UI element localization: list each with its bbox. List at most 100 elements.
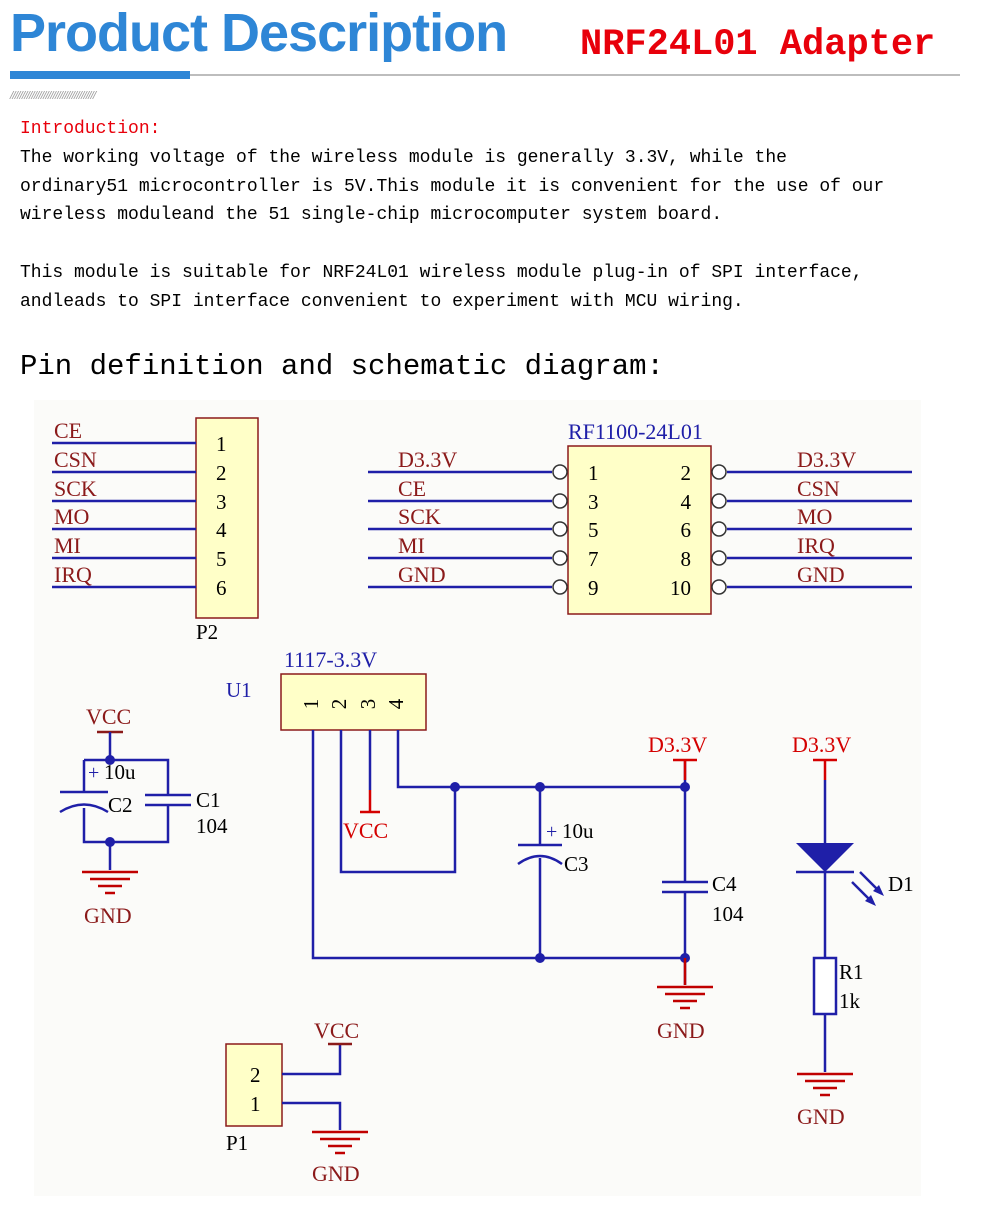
wire-u1-pin2 <box>339 730 457 874</box>
section-heading: Pin definition and schematic diagram: <box>20 350 664 383</box>
rf-left-signal: SCK <box>398 504 441 529</box>
p2-signal-mi: MI <box>54 533 81 558</box>
title-underline <box>10 71 190 79</box>
ground-symbol <box>312 1130 368 1155</box>
p2-signal-csn: CSN <box>54 447 97 472</box>
rf-pin-circle <box>552 579 568 595</box>
p2-pin: 6 <box>216 576 227 600</box>
intro-line: ordinary51 microcontroller is 5V.This mo… <box>20 177 885 197</box>
p2-signal-ce: CE <box>54 418 82 443</box>
rf-pin-circle <box>711 550 727 566</box>
gnd-label: GND <box>312 1161 360 1186</box>
p2-pin: 1 <box>216 432 227 456</box>
gnd-label: GND <box>84 903 132 928</box>
rf-right-pin: 10 <box>670 576 691 600</box>
rf-right-signal: GND <box>797 562 845 587</box>
p2-signal-sck: SCK <box>54 476 97 501</box>
c1-c2-decoupling: VCC + 10u C2 C1 104 GND <box>59 704 228 928</box>
ground-symbol <box>657 958 713 1010</box>
rf-right-pin: 2 <box>681 461 692 485</box>
rf-pin-circle <box>711 493 727 509</box>
c3-polarity: + <box>546 821 557 843</box>
p1-connector: 2 1 P1 VCC GND <box>225 1018 368 1186</box>
p2-pin: 4 <box>216 518 227 542</box>
u1-pin: 2 <box>327 699 351 710</box>
d33-label: D3.3V <box>648 732 707 757</box>
rf-left-signal: D3.3V <box>398 447 457 472</box>
rf-pin-circle <box>711 579 727 595</box>
c2-polarity: + <box>88 762 99 784</box>
intro-line: wireless moduleand the 51 single-chip mi… <box>20 205 723 225</box>
p2-connector: CE CSN SCK MO MI IRQ 1 2 3 4 5 6 P2 <box>52 417 259 644</box>
r1-designator: R1 <box>839 960 864 984</box>
rf-pin-circle <box>711 464 727 480</box>
rf-body <box>567 445 712 615</box>
rf-pin-circle <box>711 521 727 537</box>
p2-pin: 5 <box>216 547 227 571</box>
page-title: Product Description <box>10 3 508 63</box>
intro-line: This module is suitable for NRF24L01 wir… <box>20 263 863 283</box>
c2-curved-plate <box>59 803 109 814</box>
p1-body <box>225 1043 283 1127</box>
rf-left-signal: MI <box>398 533 425 558</box>
p2-designator: P2 <box>196 620 218 644</box>
title-rule <box>190 74 960 76</box>
u1-regulator: 1117-3.3V U1 1 2 3 4 <box>226 647 427 731</box>
u1-part: 1117-3.3V <box>284 647 377 672</box>
wire-c1 <box>110 758 170 795</box>
u1-pin: 3 <box>356 699 380 710</box>
c3-designator: C3 <box>564 852 589 876</box>
rf-left-pin: 1 <box>588 461 599 485</box>
p1-designator: P1 <box>226 1131 248 1155</box>
p2-pin: 3 <box>216 490 227 514</box>
rf-right-signal: IRQ <box>797 533 835 558</box>
u1-designator: U1 <box>226 678 252 702</box>
rf-right-signal: MO <box>797 504 832 529</box>
hatch-decoration: //////////////////////////////////// <box>10 90 96 101</box>
rf-right-pin: 8 <box>681 547 692 571</box>
d1-arrowhead <box>873 885 884 896</box>
p2-pin: 2 <box>216 461 227 485</box>
wire-p1-gnd <box>282 1101 342 1130</box>
gnd-label: GND <box>657 1018 705 1043</box>
junction-dot <box>535 782 545 792</box>
c3-value: 10u <box>562 819 594 843</box>
p1-pin: 1 <box>250 1092 261 1116</box>
p2-signal-irq: IRQ <box>54 562 92 587</box>
rf-pin-circle <box>552 464 568 480</box>
c3-curved-plate <box>517 854 563 866</box>
c2-value: 10u <box>104 760 136 784</box>
c1-designator: C1 <box>196 788 221 812</box>
rf-pin-circle <box>552 493 568 509</box>
junction-dot <box>105 755 115 765</box>
intro-heading: Introduction: <box>20 119 161 139</box>
page-subtitle: NRF24L01 Adapter <box>580 24 936 66</box>
junction-dot <box>105 837 115 847</box>
c4-designator: C4 <box>712 872 737 896</box>
d1-designator: D1 <box>888 872 914 896</box>
ground-symbol <box>797 1072 853 1097</box>
c1-value: 104 <box>196 814 228 838</box>
vcc-label: VCC <box>314 1018 359 1043</box>
rf-right-signal: CSN <box>797 476 840 501</box>
d33-label: D3.3V <box>792 732 851 757</box>
c4-value: 104 <box>712 902 744 926</box>
rf-left-pin: 3 <box>588 490 599 514</box>
c3-capacitor: + 10u C3 <box>517 819 594 876</box>
vcc-label: VCC <box>86 704 131 729</box>
rf-left-pin: 9 <box>588 576 599 600</box>
rf-module: RF1100-24L01 D3.3V CE SCK MI G <box>368 419 912 615</box>
rf-left-pin: 5 <box>588 518 599 542</box>
r1-resistor <box>812 956 838 1016</box>
junction-dot <box>680 782 690 792</box>
p2-signal-mo: MO <box>54 504 89 529</box>
rf-left-signal: GND <box>398 562 446 587</box>
p1-pin: 2 <box>250 1063 261 1087</box>
wire-u1-pin1-gnd <box>311 730 685 960</box>
rf-right-pin: 4 <box>681 490 692 514</box>
gnd-label: GND <box>797 1104 845 1129</box>
rf-name: RF1100-24L01 <box>568 419 703 444</box>
wire-c1 <box>110 805 170 844</box>
rf-left-signal: CE <box>398 476 426 501</box>
